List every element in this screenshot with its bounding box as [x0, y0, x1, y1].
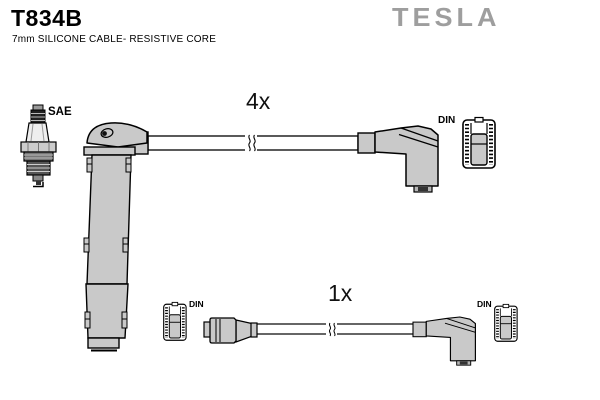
cable-break-bottom-icon: [326, 322, 337, 337]
quantity-label-top: 4x: [246, 88, 271, 114]
straight-boot-icon: [203, 317, 258, 344]
quantity-label-bottom: 1x: [328, 280, 353, 306]
part-number: T834B: [11, 5, 83, 31]
din-label-top: DIN: [438, 115, 456, 126]
din-terminal-bottom-right-icon: [493, 302, 519, 343]
din-label-bottom-right: DIN: [477, 299, 492, 309]
din-label-bottom-left: DIN: [189, 299, 204, 309]
elbow-boot-top-icon: [357, 125, 439, 193]
din-terminal-bottom-left-icon: [162, 300, 188, 342]
product-subtitle: 7mm SILICONE CABLE- RESISTIVE CORE: [12, 34, 217, 45]
cable-break-top-icon: [245, 134, 257, 152]
brand-logo: TESLA: [392, 3, 501, 32]
sae-label: SAE: [48, 106, 72, 118]
elbow-boot-bottom-icon: [412, 316, 476, 366]
straight-boot-large-icon: [83, 122, 149, 352]
din-terminal-top-icon: [461, 115, 497, 170]
spark-plug-icon: [20, 104, 57, 188]
